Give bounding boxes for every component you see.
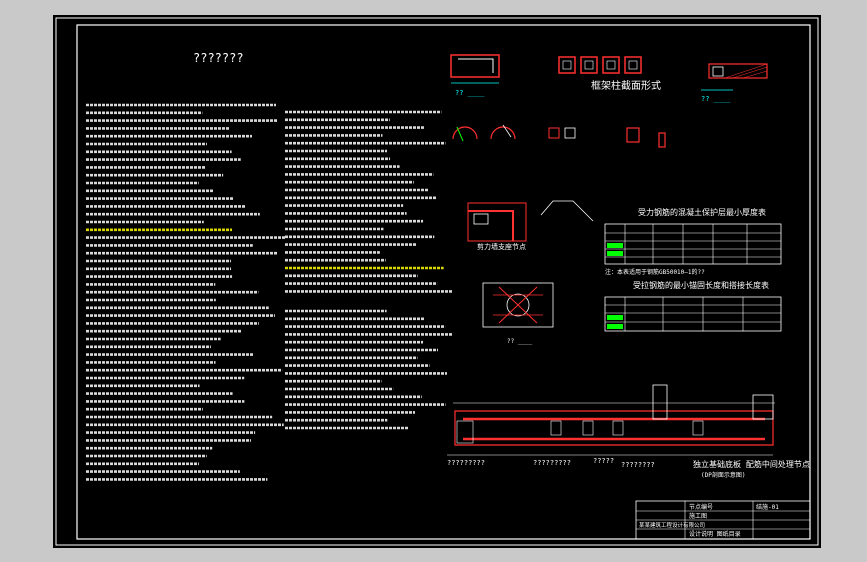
notes-column-2 — [285, 110, 453, 293]
drawing-sheet: ??????? ?? ____ 框架柱截面形式 ?? ____ — [53, 15, 821, 548]
hook-details — [452, 124, 666, 148]
drawing-title: ??????? — [193, 51, 244, 65]
inner-frame — [76, 24, 811, 540]
outer-frame — [55, 17, 819, 546]
notes-column-1 — [86, 103, 286, 481]
svg-text:某某建筑工程设计有限公司: 某某建筑工程设计有限公司 — [639, 521, 705, 529]
svg-text:?? ____: ?? ____ — [507, 338, 533, 345]
notes-column-3 — [285, 309, 453, 430]
wall-support-detail: 剪力墙支座节点 — [467, 200, 594, 251]
svg-text:剪力墙支座节点: 剪力墙支座节点 — [477, 242, 526, 251]
cad-canvas: ??????? ?? ____ 框架柱截面形式 ?? ____ — [55, 17, 819, 546]
cover-table: 受力钢筋的混凝土保护层最小厚度表 注：本表适用于钢筋GB50010—1的?? — [604, 207, 782, 276]
svg-text:?????????: ????????? — [447, 459, 485, 467]
svg-text:(DP剖面示意图): (DP剖面示意图) — [701, 471, 745, 479]
svg-text:施工图: 施工图 — [689, 512, 707, 520]
beam-end-detail: ?? ____ — [701, 63, 768, 103]
opening-reinforcement-detail: ?? ____ — [482, 282, 554, 345]
corner-detail: ?? ____ — [450, 54, 500, 97]
title-block: 节点编号 结施-01 施工图 某某建筑工程设计有限公司 设计说明 图纸目录 — [635, 500, 811, 540]
svg-text:????????: ???????? — [621, 461, 655, 469]
column-section-types: 框架柱截面形式 — [558, 56, 661, 92]
svg-text:受拉钢筋的最小锚固长度和搭接长度表: 受拉钢筋的最小锚固长度和搭接长度表 — [633, 280, 769, 290]
svg-text:?????????: ????????? — [533, 459, 571, 467]
svg-text:?? ____: ?? ____ — [701, 95, 731, 103]
svg-text:设计说明 图纸目录: 设计说明 图纸目录 — [689, 530, 741, 538]
svg-text:独立基础底板 配筋中间处理节点: 独立基础底板 配筋中间处理节点 — [693, 459, 810, 469]
svg-text:节点编号: 节点编号 — [689, 503, 713, 511]
svg-text:结施-01: 结施-01 — [756, 503, 779, 511]
foundation-long-section: ????????? ????????? ????? ???????? 独立基础底… — [447, 384, 810, 479]
anchorage-table: 受拉钢筋的最小锚固长度和搭接长度表 — [604, 280, 782, 332]
svg-text:受力钢筋的混凝土保护层最小厚度表: 受力钢筋的混凝土保护层最小厚度表 — [638, 207, 766, 217]
svg-text:?????: ????? — [593, 457, 614, 465]
section-title: 框架柱截面形式 — [591, 79, 661, 92]
svg-text:?? ____: ?? ____ — [455, 89, 485, 97]
svg-text:注：本表适用于钢筋GB50010—1的??: 注：本表适用于钢筋GB50010—1的?? — [605, 268, 705, 276]
